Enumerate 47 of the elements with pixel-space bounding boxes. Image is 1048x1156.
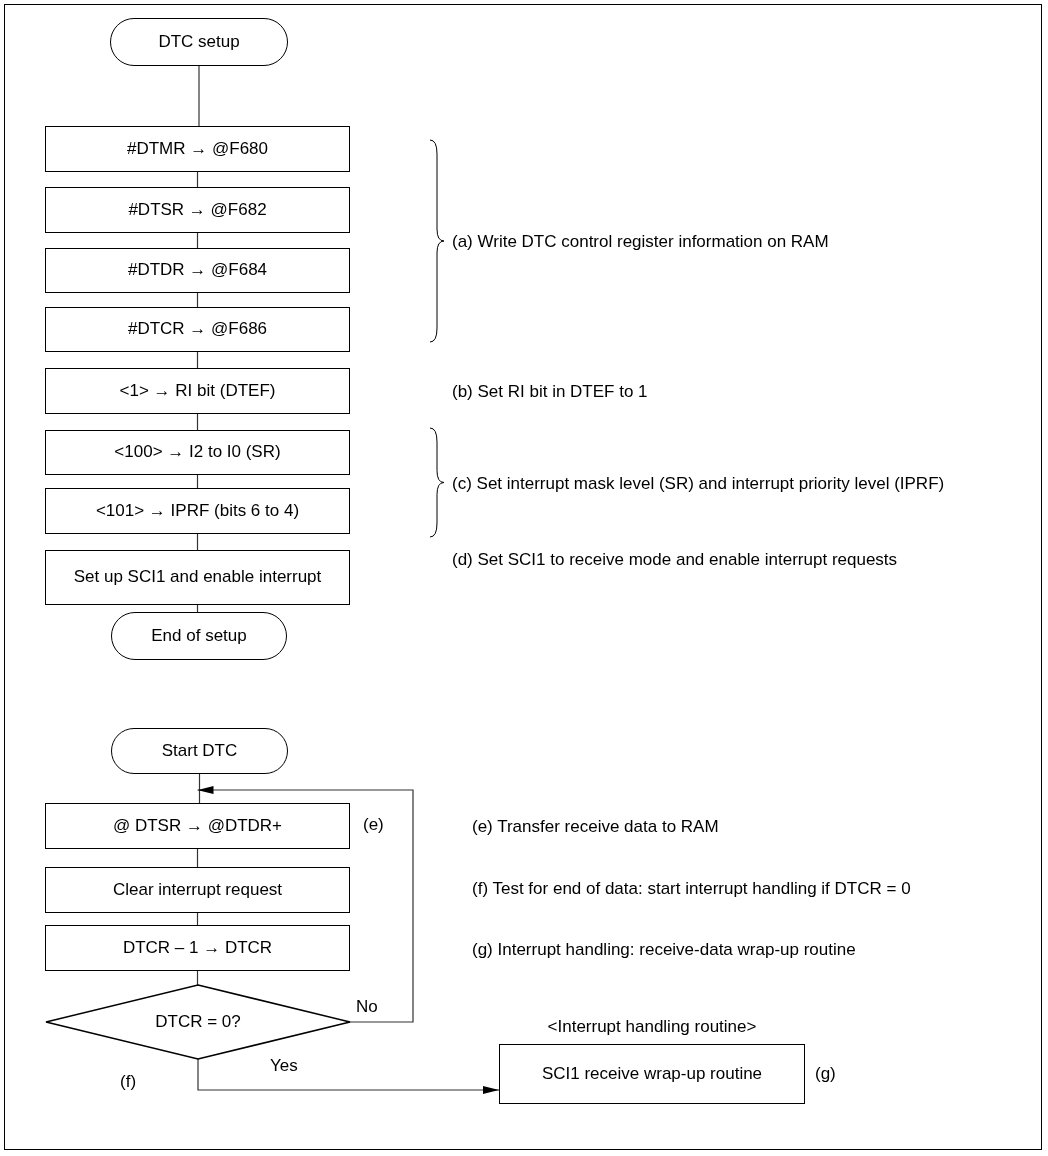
step-marker: (f) <box>120 1072 137 1092</box>
node-text: End of setup <box>151 625 247 647</box>
node-text: <1> → RI bit (DTEF) <box>119 380 276 402</box>
terminal-box <box>110 18 288 66</box>
node-text: DTCR = 0? <box>155 1011 241 1033</box>
annotation-note: (g) Interrupt handling: receive-data wrap-up routine <box>472 939 857 961</box>
step-marker: (g) <box>815 1064 836 1084</box>
node-text: Start DTC <box>161 740 238 762</box>
node-text: #DTDR → @F684 <box>127 260 268 281</box>
process-box <box>45 550 350 605</box>
node-text: @ DTSR → @DTDR+ <box>112 815 283 837</box>
annotation-note: (f) Test for end of data: start interrupt handling if DTCR = 0 <box>472 878 912 900</box>
arrow <box>197 1058 500 1094</box>
terminal-box <box>111 612 287 660</box>
arrow <box>196 786 414 1023</box>
connector-line <box>196 604 199 613</box>
node-text: Clear interrupt request <box>112 879 283 901</box>
node-text: <100> → I2 to I0 (SR) <box>114 442 281 463</box>
process-box <box>45 126 350 172</box>
annotation-note: (b) Set RI bit in DTEF to 1 <box>452 381 649 403</box>
annotation-note: (d) Set SCI1 to receive mode and enable interrupt requests <box>452 549 899 571</box>
process-box <box>45 187 350 233</box>
process-box <box>45 368 350 414</box>
connector-line <box>198 773 201 804</box>
annotation-note: (e) Transfer receive data to RAM <box>472 816 720 838</box>
annotation-note: (c) Set interrupt mask level (SR) and interrupt priority level (IPRF) <box>452 473 946 495</box>
node-text: #DTCR → @F686 <box>127 319 268 340</box>
process-box <box>45 925 350 971</box>
decision-diamond <box>46 985 350 1059</box>
node-text: #DTMR → @F680 <box>127 138 268 160</box>
node-text: DTCR – 1 → DTCR <box>122 937 273 959</box>
node-text: DTC setup <box>158 31 240 53</box>
node-text: SCI1 receive wrap-up routine <box>541 1063 763 1085</box>
process-box <box>45 307 350 352</box>
process-box <box>45 248 350 293</box>
process-box <box>45 803 350 849</box>
process-box <box>45 430 350 475</box>
routine-heading: <Interrupt handling routine> <box>546 1017 758 1038</box>
process-box <box>45 867 350 913</box>
node-text: #DTSR → @F682 <box>128 199 267 221</box>
node-text: <101> → IPRF (bits 6 to 4) <box>95 500 300 522</box>
annotation-note: (a) Write DTC control register information on RAM <box>452 231 830 253</box>
terminal-box <box>111 728 288 774</box>
process-box <box>45 488 350 534</box>
node-text: Set up SCI1 and enable interrupt <box>73 567 322 588</box>
step-marker: (e) <box>363 815 384 835</box>
connector-line <box>198 65 200 127</box>
